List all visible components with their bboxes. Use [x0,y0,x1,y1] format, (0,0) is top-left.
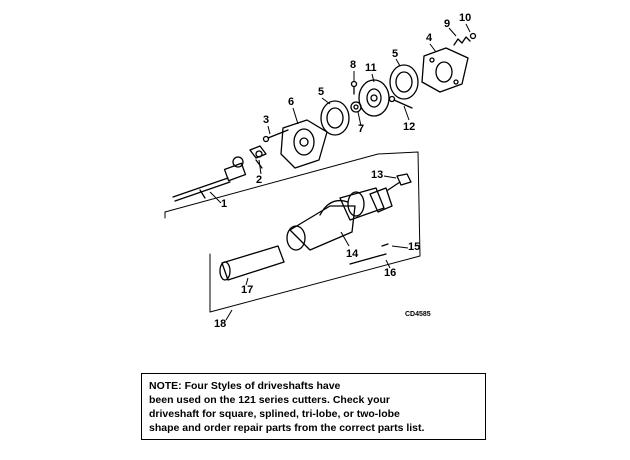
callout-2: 2 [256,174,263,186]
callout-13: 13 [371,169,384,181]
note-text-1: Four Styles of driveshafts have [184,380,341,392]
part-17-tube [219,245,285,281]
part-5-washer-right [389,64,419,100]
callout-5-left: 5 [318,86,325,98]
callout-4: 4 [426,32,433,44]
part-4-flange [421,47,469,93]
part-9-spring [453,36,471,46]
part-6-housing [280,119,328,169]
part-13-yoke [396,173,412,186]
part-5-washer-left [320,100,350,136]
callout-7: 7 [358,123,365,135]
part-18-outline [164,151,421,313]
part-3-bolt [262,129,289,143]
part-2-yoke [249,145,267,169]
part-12-bolt [388,95,413,109]
figure-code: CD4585 [405,311,431,318]
note-label: NOTE: [149,380,182,392]
note-line-3: driveshaft for square, splined, tri-lobe… [149,408,400,420]
driveshaft-exploded-view [164,23,477,321]
note-line-1: NOTE: Four Styles of driveshafts have [149,379,478,393]
callout-9: 9 [444,18,451,30]
callout-6: 6 [288,96,295,108]
callout-16: 16 [384,267,397,279]
callout-1: 1 [221,198,228,210]
part-1-driveshaft [172,156,247,202]
part-15-pin [381,243,389,247]
callout-11: 11 [365,62,377,74]
note-line-2: been used on the 121 series cutters. Che… [149,394,391,406]
callout-15: 15 [408,241,421,253]
part-14-shaft-assembly [286,181,401,251]
part-11-hub [358,79,390,117]
part-16-roll-pin [349,253,387,265]
note-line-4: shape and order repair parts from the co… [149,422,425,434]
note-box: NOTE: Four Styles of driveshafts have be… [141,373,486,440]
part-10-cap [469,32,477,40]
callout-14: 14 [346,248,359,260]
callout-5-right: 5 [392,48,399,60]
part-8-bolt [350,80,358,95]
callout-17: 17 [241,284,254,296]
callout-18: 18 [214,318,227,330]
callout-10: 10 [459,12,472,24]
callout-12: 12 [403,121,416,133]
callout-3: 3 [263,114,270,126]
callout-8: 8 [350,59,357,71]
